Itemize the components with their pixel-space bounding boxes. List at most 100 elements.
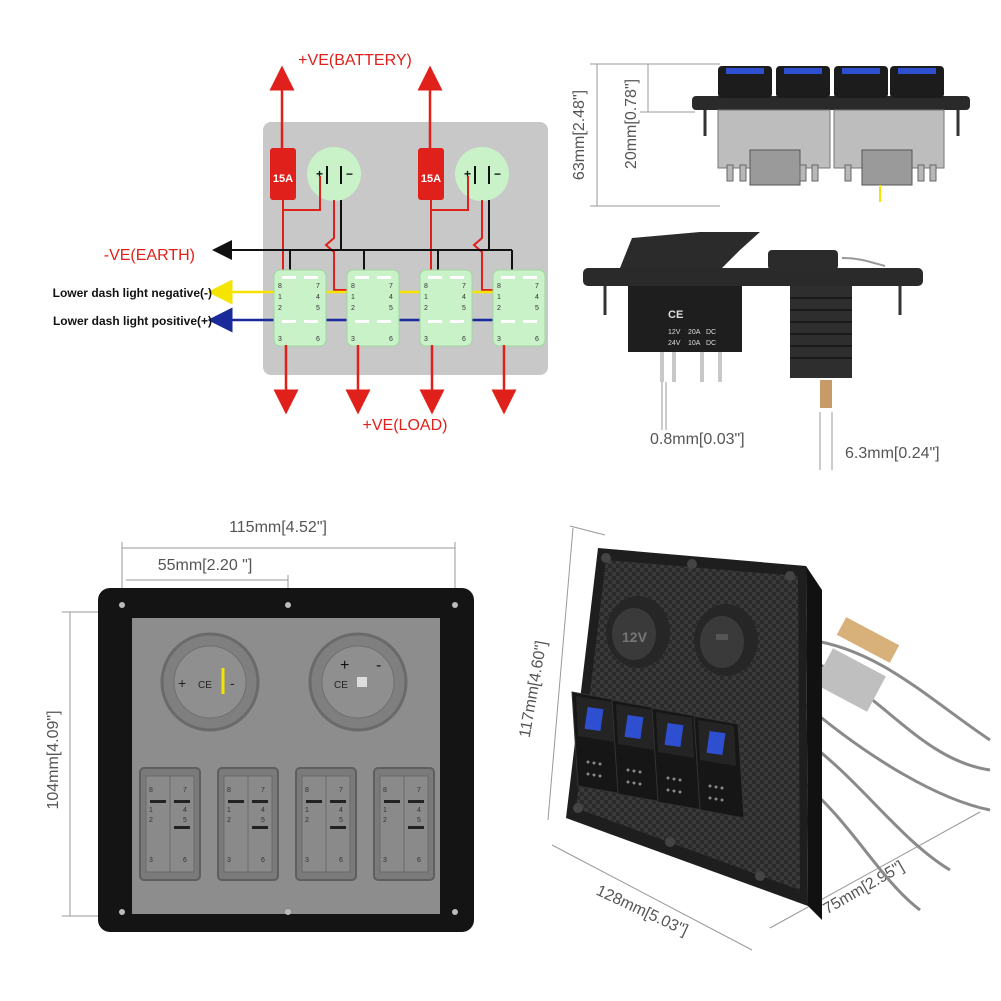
pin-label: 2: [497, 305, 501, 312]
product-rocker-group: [571, 691, 745, 819]
pin-label: 3: [351, 336, 355, 343]
pin-label: 1: [383, 807, 387, 814]
pin-label: 6: [261, 857, 265, 864]
pin-label: 8: [497, 283, 501, 290]
pin-label: 4: [183, 807, 187, 814]
product-rocker-switch-1: [571, 691, 623, 795]
pin-label: 8: [351, 283, 355, 290]
svg-text:+: +: [178, 675, 186, 691]
pin-label: 4: [339, 807, 343, 814]
fuse-2: 15A: [418, 148, 444, 200]
battery-label: +VE(BATTERY): [298, 52, 412, 69]
svg-text:15A: 15A: [421, 173, 441, 185]
pin-label: 1: [278, 294, 282, 301]
rating-mark: 24V: [668, 340, 681, 347]
dim-back-width: 115mm[4.52"]: [229, 519, 327, 536]
wiring-switch-1: 8 7 1 4 2 5 3 6: [273, 269, 327, 347]
pin-label: 5: [462, 305, 466, 312]
switch-rating-marks: 12V 20A DC 24V 10A DC: [668, 329, 716, 347]
product-view: 117mm[4.60"] 128mm[5.03"] 75mm[2.95"] 12…: [517, 525, 991, 951]
fuse-1: 15A: [270, 148, 296, 200]
pin-label: 2: [278, 305, 282, 312]
pin-label: 5: [183, 817, 187, 824]
dim-product-width: 128mm[5.03"]: [593, 882, 690, 939]
svg-text:-: -: [230, 675, 235, 691]
product-rocker-switch-4: [693, 715, 745, 819]
pin-label: 8: [227, 787, 231, 794]
pin-label: 5: [316, 305, 320, 312]
svg-text:-: -: [376, 657, 381, 674]
pin-label: 5: [261, 817, 265, 824]
socket-1: + −: [307, 147, 361, 201]
svg-text:+: +: [316, 167, 323, 181]
pin-label: 8: [149, 787, 153, 794]
product-rocker-switch-3: [651, 707, 703, 811]
dim-back-height: 104mm[4.09"]: [45, 710, 62, 809]
pin-label: 7: [316, 283, 320, 290]
dim-product-height: 117mm[4.60"]: [517, 640, 551, 739]
dim-tab-width: 6.3mm[0.24"]: [845, 445, 940, 462]
pin-label: 6: [316, 336, 320, 343]
product-rocker-switch-2: [611, 699, 663, 803]
pin-label: 6: [389, 336, 393, 343]
socket-2: + −: [455, 147, 509, 201]
back-socket-1: + CE -: [160, 632, 260, 732]
dim-product-depth: 75mm[2.95"]: [820, 858, 907, 918]
rating-mark: DC: [706, 329, 716, 336]
load-label: +VE(LOAD): [363, 417, 448, 434]
side-view: 63mm[2.48"] 20mm[0.78"]: [571, 63, 970, 207]
svg-text:+: +: [464, 167, 471, 181]
pin-label: 8: [278, 283, 282, 290]
pin-label: 3: [305, 857, 309, 864]
svg-text:CE: CE: [198, 680, 212, 691]
pin-label: 3: [497, 336, 501, 343]
pin-label: 6: [462, 336, 466, 343]
pin-label: 5: [417, 817, 421, 824]
rating-mark: 10A: [688, 340, 701, 347]
wiring-diagram: +VE(BATTERY) 15A 15A + − + −: [53, 52, 548, 434]
svg-text:CE: CE: [334, 680, 348, 691]
rating-mark: 12V: [668, 329, 681, 336]
neg-light-label: Lower dash light negative(-): [53, 286, 212, 300]
svg-text:+: +: [340, 657, 349, 674]
earth-label: -VE(EARTH): [104, 247, 195, 264]
pin-label: 2: [149, 817, 153, 824]
pin-label: 7: [339, 787, 343, 794]
product-socket-12v: 12V: [606, 596, 670, 668]
pin-label: 3: [383, 857, 387, 864]
pin-label: 4: [389, 294, 393, 301]
dim-back-spacing: 55mm[2.20 "]: [158, 557, 253, 574]
pin-label: 1: [424, 294, 428, 301]
dim-total-height: 63mm[2.48"]: [571, 90, 588, 180]
back-view: 115mm[4.52"] 55mm[2.20 "] 104mm[4.09"] +…: [45, 519, 474, 932]
pin-label: 8: [424, 283, 428, 290]
pin-label: 7: [389, 283, 393, 290]
pin-label: 4: [535, 294, 539, 301]
pin-label: 2: [383, 817, 387, 824]
pin-label: 3: [278, 336, 282, 343]
pin-label: 5: [389, 305, 393, 312]
pin-label: 4: [316, 294, 320, 301]
ce-mark: CE: [668, 309, 683, 321]
rating-mark: 20A: [688, 329, 701, 336]
pin-label: 7: [261, 787, 265, 794]
product-socket-usb: [694, 604, 758, 676]
pin-label: 5: [535, 305, 539, 312]
pin-label: 4: [417, 807, 421, 814]
pin-label: 2: [424, 305, 428, 312]
pin-label: 6: [417, 857, 421, 864]
pin-label: 8: [383, 787, 387, 794]
rating-mark: DC: [706, 340, 716, 347]
pin-label: 2: [305, 817, 309, 824]
pin-label: 8: [305, 787, 309, 794]
svg-text:12V: 12V: [622, 629, 648, 645]
dim-pin-width: 0.8mm[0.03"]: [650, 431, 745, 448]
